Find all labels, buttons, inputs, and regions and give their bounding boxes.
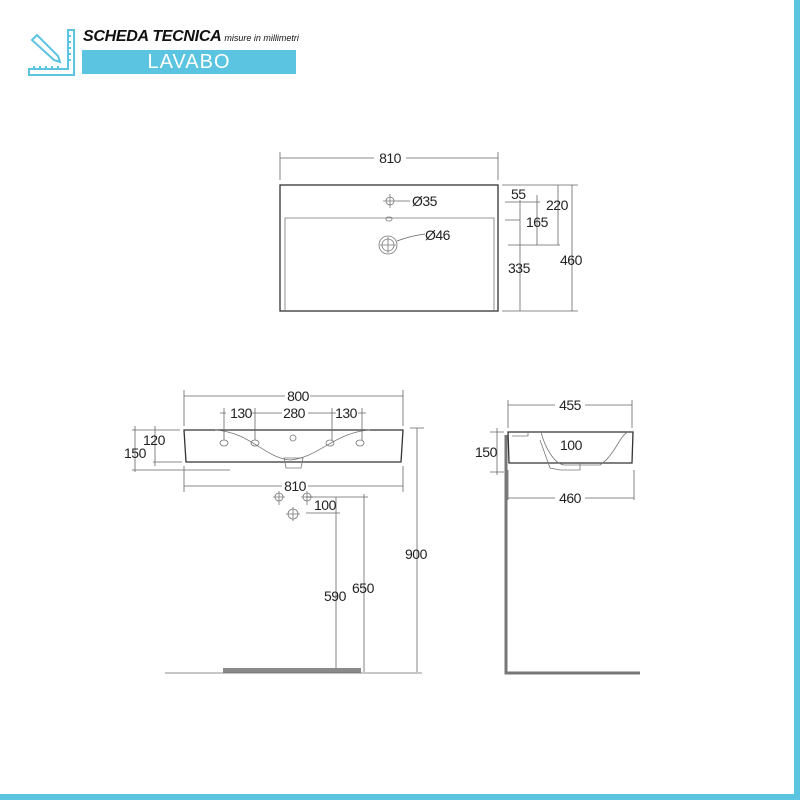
dim-label: 590 (324, 588, 347, 604)
dim-label: 810 (379, 150, 402, 166)
basin-bowl-top (284, 217, 495, 311)
ruler-pencil-icon (28, 29, 75, 76)
leader-lines (396, 200, 426, 242)
fixing-crosshair-icons (273, 491, 313, 521)
dim-810-bottom (183, 466, 404, 492)
drain-circle-icon (378, 235, 398, 255)
dim-460-side (507, 470, 635, 500)
wall-and-floor (504, 435, 640, 675)
dim-label: 460 (560, 252, 583, 268)
dim-label: 130 (335, 405, 358, 421)
dim-label: 810 (284, 478, 307, 494)
dim-label: 55 (511, 186, 526, 202)
basin-outline-side (507, 431, 634, 464)
dim-label: 100 (560, 437, 583, 453)
subtitle-text: misure in millimetri (224, 33, 299, 43)
dim-label: 150 (124, 445, 147, 461)
basin-section (512, 431, 629, 466)
dim-label: 130 (230, 405, 253, 421)
frame-right-border (794, 0, 800, 800)
overflow-icon (385, 216, 393, 222)
dim-label: Ø35 (412, 193, 438, 209)
basin-outline-front (183, 429, 404, 463)
product-banner: LAVABO (82, 50, 296, 74)
dim-hole-spacing (220, 408, 366, 440)
title-text: SCHEDA TECNICA (83, 28, 222, 45)
tap-hole-crosshair-icon (383, 194, 397, 208)
dim-label: 650 (352, 580, 375, 596)
side-view: 455 150 100 460 (475, 397, 640, 675)
basin-outline-top (279, 184, 499, 312)
dim-label: 120 (143, 432, 166, 448)
dim-label: 900 (405, 546, 428, 562)
dim-455 (507, 400, 633, 428)
bowl-curve (214, 429, 371, 461)
drain-outlet (283, 457, 304, 469)
frame-bottom-border (0, 794, 800, 800)
dim-label: 280 (283, 405, 306, 421)
dim-800 (183, 390, 404, 426)
dim-label: 220 (546, 197, 569, 213)
top-view: 810 Ø35 Ø46 55 220 165 335 460 (279, 150, 583, 312)
dim-label: 455 (559, 397, 582, 413)
dim-label: 335 (508, 260, 531, 276)
dim-label: 460 (559, 490, 582, 506)
dim-label: 165 (526, 214, 549, 230)
dim-810-top (279, 152, 499, 180)
dim-150-side (490, 428, 504, 475)
dim-lines-right (502, 184, 578, 312)
dim-label: 150 (475, 444, 498, 460)
dim-label: 800 (287, 388, 310, 404)
dim-label: 100 (314, 497, 337, 513)
front-view: 800 130 280 130 120 150 810 100 590 650 … (124, 388, 428, 674)
floor-slab (223, 668, 361, 673)
dim-height-left (132, 426, 230, 472)
dim-label: Ø46 (425, 227, 451, 243)
drain-section (539, 439, 581, 471)
dim-heights (306, 427, 424, 672)
